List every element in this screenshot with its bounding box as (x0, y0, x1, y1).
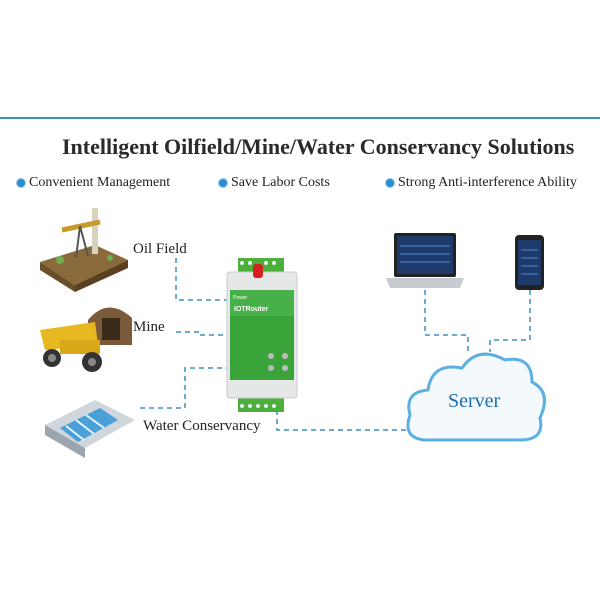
server-cloud-icon (406, 352, 546, 442)
connector-phone (489, 290, 531, 352)
bullet-dot-icon (218, 178, 228, 188)
iot-router-device (226, 258, 298, 412)
label-water-conservancy: Water Conservancy (143, 418, 261, 434)
server-label: Server (448, 390, 501, 412)
bullet-text: Save Labor Costs (231, 175, 330, 190)
label-mine: Mine (133, 319, 165, 335)
connector-mine (176, 331, 228, 336)
bullet-item: Save Labor Costs (218, 175, 330, 191)
bullet-text: Convenient Management (29, 175, 171, 190)
connector-laptop (424, 290, 469, 352)
laptop-icon (386, 233, 464, 288)
bullet-dot-icon (16, 178, 26, 188)
connector-server (276, 410, 412, 431)
label-oil-field: Oil Field (133, 241, 187, 257)
water-dam-icon (45, 400, 135, 458)
connector-water (140, 367, 228, 409)
mine-truck-icon (40, 307, 132, 372)
bullet-item: Convenient Management (16, 175, 170, 191)
bullet-dot-icon (385, 178, 395, 188)
device-brand-label: IOTRouter (234, 306, 268, 313)
phone-icon (515, 235, 544, 290)
connector-oil (175, 258, 228, 301)
device-power-label: Power (233, 295, 248, 301)
bullet-text: Strong Anti-interference Ability (398, 175, 577, 190)
bullet-item: Strong Anti-interference Ability (385, 175, 577, 191)
page-title: Intelligent Oilfield/Mine/Water Conserva… (62, 134, 575, 159)
divider-line (0, 117, 600, 119)
oil-field-icon (40, 208, 128, 292)
connector-lines (140, 258, 531, 431)
